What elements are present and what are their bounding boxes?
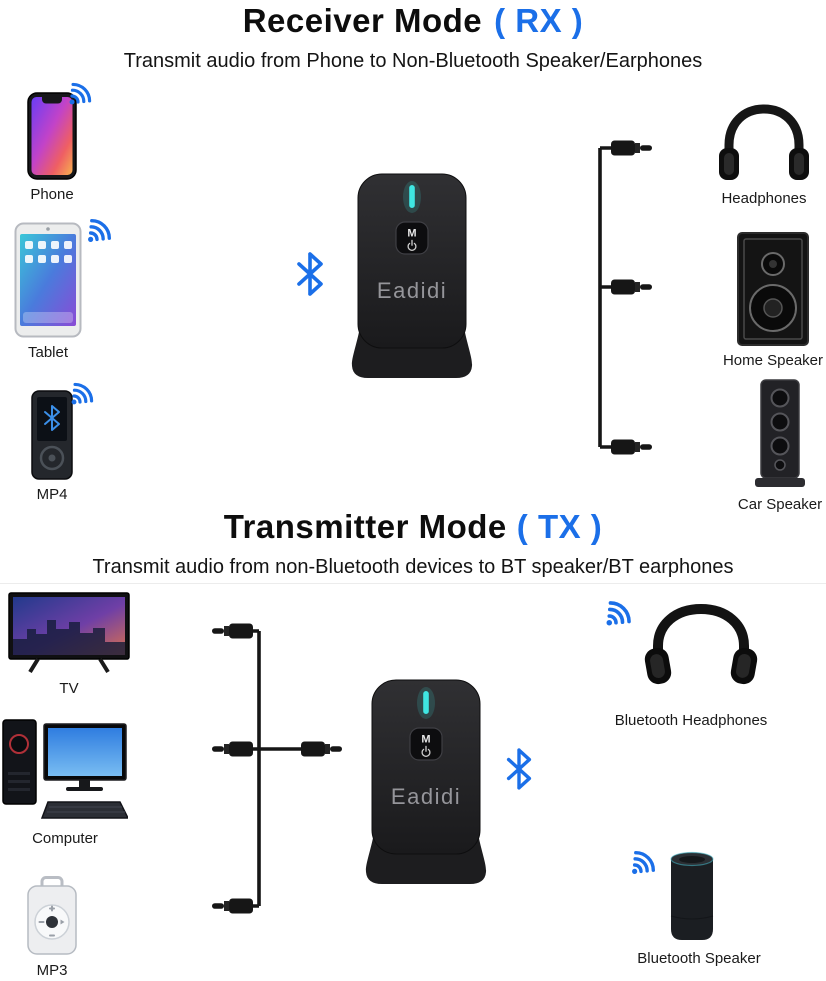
home-speaker-icon (737, 232, 809, 346)
wireless-waves-icon (69, 82, 92, 105)
home-speaker-label: Home Speaker (722, 352, 824, 369)
tx-source-tv: TV (8, 592, 130, 697)
phone-label: Phone (30, 186, 74, 203)
rx-output-headphones: Headphones (712, 100, 816, 207)
audio-jack-icon (611, 439, 652, 455)
audio-jack-icon (611, 279, 652, 295)
car-speaker-label: Car Speaker (737, 496, 823, 513)
tx-title-text: Transmitter Mode (223, 508, 507, 545)
mp4-label: MP4 (36, 486, 68, 503)
tx-subtitle: Transmit audio from non-Bluetooth device… (92, 556, 734, 578)
rx-output-car-speaker: Car Speaker (738, 378, 822, 513)
audio-jack-icon (212, 742, 253, 757)
bluetooth-icon (297, 252, 323, 296)
wireless-waves-icon (88, 218, 112, 242)
tx-title: Transmitter Mode( TX ) (0, 508, 826, 546)
rx-cable-harness (598, 140, 652, 455)
led-indicator (423, 691, 429, 714)
bluetooth-headphones-label: Bluetooth Headphones (614, 712, 768, 729)
rx-title-text: Receiver Mode (242, 2, 483, 39)
rx-source-phone: Phone (14, 82, 92, 203)
rx-source-mp4: MP4 (20, 382, 94, 503)
power-icon (407, 239, 417, 252)
device-brand: Eadidi (377, 278, 447, 303)
power-icon (421, 745, 431, 758)
audio-jack-icon (212, 899, 253, 914)
mode-button-label: M (421, 734, 430, 746)
computer-label: Computer (32, 830, 98, 847)
tablet-label: Tablet (27, 344, 69, 361)
mode-button-label: M (407, 228, 416, 240)
headphones-label: Headphones (721, 190, 807, 207)
tx-cable-harness (212, 624, 342, 914)
bluetooth-icon (506, 748, 532, 790)
tablet-icon (14, 222, 82, 338)
wireless-waves-icon (632, 850, 656, 874)
tx-source-computer: Computer (2, 714, 128, 847)
led-indicator (409, 185, 415, 208)
tx-source-mp3: MP3 (20, 876, 84, 979)
wireless-waves-icon (71, 382, 94, 405)
bluetooth-speaker-icon (670, 851, 714, 940)
rx-source-tablet: Tablet (6, 218, 112, 361)
mp3-player-icon (27, 876, 77, 955)
wireless-waves-icon (606, 601, 631, 626)
tv-icon (8, 592, 130, 674)
audio-jack-icon (212, 624, 253, 639)
mp4-player-icon (31, 390, 73, 480)
audio-jack-icon (301, 741, 342, 757)
bluetooth-speaker-label: Bluetooth Speaker (637, 950, 761, 967)
tx-output-bt-headphones: Bluetooth Headphones (596, 594, 786, 730)
tx-output-bt-speaker: Bluetooth Speaker (622, 842, 776, 968)
mode-button (409, 727, 443, 761)
section-divider (0, 583, 826, 584)
eadidi-device: M Eadidi (351, 173, 473, 378)
rx-mode-tag: ( RX ) (494, 2, 584, 39)
mode-button (395, 221, 429, 255)
rx-output-home-speaker: Home Speaker (722, 232, 824, 369)
phone-icon (27, 92, 77, 180)
tx-mode-tag: ( TX ) (516, 508, 603, 545)
audio-jack-icon (611, 140, 652, 156)
eadidi-device: M Eadidi (365, 679, 487, 884)
car-speaker-icon (755, 379, 805, 487)
computer-icon (2, 719, 128, 819)
tv-label: TV (59, 680, 79, 697)
mp3-label: MP3 (36, 962, 68, 979)
headphones-icon (719, 104, 809, 180)
device-brand: Eadidi (391, 784, 461, 809)
rx-title: Receiver Mode ( RX ) (0, 2, 826, 40)
rx-subtitle: Transmit audio from Phone to Non-Bluetoo… (123, 50, 703, 72)
bluetooth-headphones-icon (644, 603, 758, 685)
